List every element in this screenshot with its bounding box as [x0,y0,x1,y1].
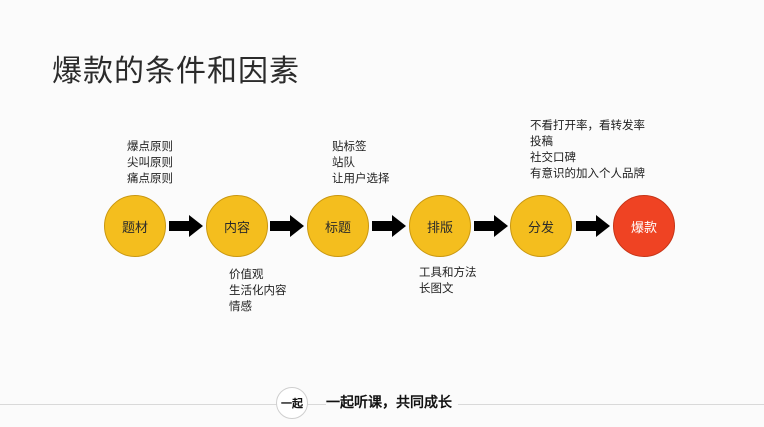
arrow-icon [169,215,203,237]
brand-logo: 一起 [276,387,308,419]
node-headline: 标题 [307,195,369,257]
arrow-icon [372,215,406,237]
node-topic: 题材 [104,195,166,257]
distribution-note-1: 不看打开率，看转发率 [530,118,645,132]
slide-title: 爆款的条件和因素 [52,54,300,89]
node-viral-label: 爆款 [630,220,657,236]
distribution-notes: 不看打开率，看转发率 投稿 社交口碑 有意识的加入个人品牌 [530,117,645,181]
topic-notes: 爆点原则 尖叫原则 痛点原则 [127,138,173,186]
arrow-icon [270,215,304,237]
distribution-note-4: 有意识的加入个人品牌 [530,166,645,180]
headline-note-1: 贴标签 [332,139,367,153]
layout-note-2: 长图文 [419,281,454,295]
topic-note-1: 爆点原则 [127,139,173,153]
distribution-note-2: 投稿 [530,134,553,148]
arrow-icon [474,215,508,237]
headline-notes: 贴标签 站队 让用户选择 [332,138,390,186]
node-topic-label: 题材 [121,220,148,236]
brand-logo-text: 一起 [281,397,303,410]
topic-note-3: 痛点原则 [127,171,173,185]
node-distribution-label: 分发 [527,220,554,236]
content-note-3: 情感 [229,299,252,313]
footer-slogan: 一起听课，共同成长 [326,392,458,412]
distribution-note-3: 社交口碑 [530,150,576,164]
node-headline-label: 标题 [324,220,351,236]
node-distribution: 分发 [510,195,572,257]
layout-note-1: 工具和方法 [419,265,477,279]
headline-note-2: 站队 [332,155,355,169]
layout-notes: 工具和方法 长图文 [419,264,477,296]
node-content-label: 内容 [223,220,250,236]
content-note-2: 生活化内容 [229,283,287,297]
node-viral: 爆款 [613,195,675,257]
node-layout: 排版 [409,195,471,257]
content-note-1: 价值观 [229,267,264,281]
headline-note-3: 让用户选择 [332,171,390,185]
content-notes: 价值观 生活化内容 情感 [229,266,287,314]
arrow-icon [576,215,610,237]
node-content: 内容 [206,195,268,257]
topic-note-2: 尖叫原则 [127,155,173,169]
node-layout-label: 排版 [426,220,453,236]
